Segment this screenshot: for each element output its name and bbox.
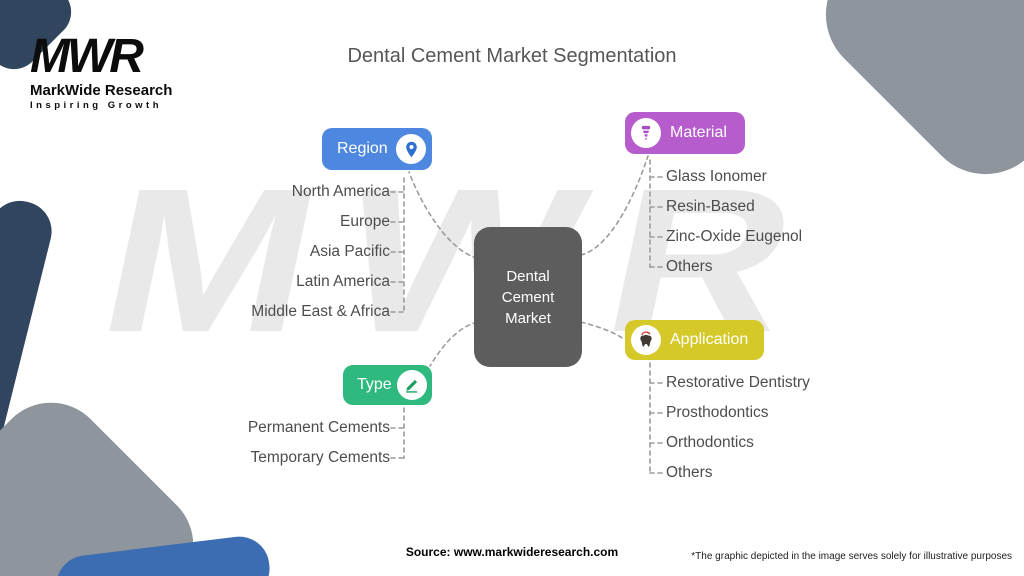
region-items: North America Europe Asia Pacific Latin … bbox=[251, 177, 390, 327]
list-item: Orthodontics bbox=[666, 434, 754, 451]
list-item: Restorative Dentistry bbox=[666, 374, 810, 391]
type-items: Permanent Cements Temporary Cements bbox=[248, 413, 390, 473]
logo-name: MarkWide Research bbox=[30, 81, 173, 99]
list-item: Temporary Cements bbox=[250, 449, 390, 466]
list-item: Prosthodontics bbox=[666, 404, 769, 421]
material-items: Glass Ionomer Resin-Based Zinc-Oxide Eug… bbox=[666, 162, 802, 282]
logo-tagline: Inspiring Growth bbox=[30, 99, 162, 111]
list-item: Others bbox=[666, 258, 713, 275]
list-item: Latin America bbox=[296, 273, 390, 290]
list-item: Europe bbox=[340, 213, 390, 230]
page-title: Dental Cement Market Segmentation bbox=[347, 45, 677, 67]
branch-label-type: Type bbox=[357, 376, 392, 393]
application-items: Restorative Dentistry Prosthodontics Ort… bbox=[666, 368, 810, 488]
list-item: Resin-Based bbox=[666, 198, 755, 215]
list-item: Permanent Cements bbox=[247, 419, 390, 436]
location-pin-icon bbox=[396, 134, 426, 164]
list-item: Others bbox=[666, 464, 713, 481]
source-text: Source: www.markwideresearch.com bbox=[405, 545, 619, 559]
dental-implant-icon bbox=[631, 118, 661, 148]
pen-icon bbox=[397, 370, 427, 400]
branch-label-material: Material bbox=[670, 124, 727, 141]
branch-node-region: Region bbox=[322, 128, 432, 170]
center-node-label: Dental Cement Market bbox=[501, 267, 555, 327]
branch-node-material: Material bbox=[625, 112, 745, 154]
list-item: Asia Pacific bbox=[309, 243, 390, 260]
branch-node-application: Application bbox=[625, 320, 764, 360]
center-node: Dental Cement Market bbox=[474, 227, 582, 367]
branch-label-application: Application bbox=[670, 331, 749, 348]
tooth-icon bbox=[631, 325, 661, 355]
list-item: Glass Ionomer bbox=[666, 168, 767, 185]
branch-label-region: Region bbox=[337, 140, 388, 157]
list-item: North America bbox=[291, 183, 390, 200]
list-item: Zinc-Oxide Eugenol bbox=[666, 228, 803, 245]
branch-node-type: Type bbox=[343, 365, 432, 405]
logo-acronym: MWR bbox=[30, 30, 144, 83]
logo: MWR MarkWide Research Inspiring Growth bbox=[30, 30, 173, 111]
list-item: Middle East & Africa bbox=[251, 303, 390, 320]
disclaimer-text: *The graphic depicted in the image serve… bbox=[691, 551, 1012, 562]
